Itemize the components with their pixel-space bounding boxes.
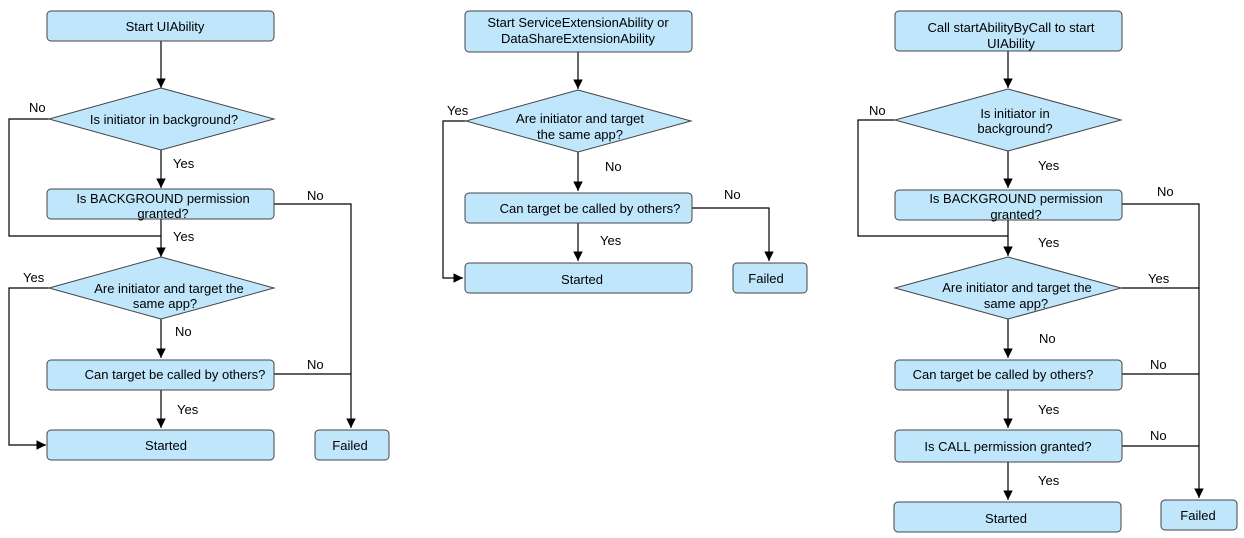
flow3-permission-text-2: granted?: [990, 207, 1041, 222]
flow1-permission-node: [46, 188, 275, 220]
flow2-label-no-call: No: [724, 187, 741, 202]
flow2-text: Start ServiceExtensionAbility or DataSha…: [447, 15, 784, 287]
flow3-label-yes-perm: Yes: [1038, 235, 1060, 250]
flow2-edges: [442, 52, 774, 283]
flow3-label-yes-callperm: Yes: [1038, 473, 1060, 488]
flow3-started-node: [893, 501, 1122, 533]
flow3-callperm-text: Is CALL permission granted?: [924, 439, 1091, 454]
flow3-background-text-1: Is initiator in: [980, 106, 1049, 121]
flow2-started-text: Started: [561, 272, 603, 287]
flow1-label-yes-bg: Yes: [173, 156, 195, 171]
flow2-started-node: [464, 262, 693, 294]
flow3-background-text-2: background?: [977, 121, 1052, 136]
flow3-callable-node: [894, 359, 1123, 391]
flow2-failed-text: Failed: [748, 271, 783, 286]
flow3-sameapp-text-2: same app?: [984, 296, 1048, 311]
flow1-start-text: Start UIAbility: [126, 19, 205, 34]
flow3-label-no-bg: No: [869, 103, 886, 118]
flow1-label-yes-perm: Yes: [173, 229, 195, 244]
flow2-label-yes-call: Yes: [600, 233, 622, 248]
flow2-sameapp-text-2: the same app?: [537, 127, 623, 142]
flow2-start-text-2: DataShareExtensionAbility: [501, 31, 655, 46]
flow3-label-no-perm: No: [1157, 184, 1174, 199]
flow3-nodes: [893, 10, 1238, 533]
flow3-failed-text: Failed: [1180, 508, 1215, 523]
flow3-background-decision: [893, 88, 1123, 152]
flow3-permission-node: [894, 189, 1123, 221]
flow3-label-no-callperm: No: [1150, 428, 1167, 443]
flow1-callable-node: [46, 359, 275, 391]
flow1-label-no-same: No: [175, 324, 192, 339]
flow3-edges: [857, 51, 1204, 500]
flow2-sameapp-text-1: Are initiator and target: [516, 111, 644, 126]
flow1-callable-text: Can target be called by others?: [85, 367, 266, 382]
flow1-permission-text-2: granted?: [137, 206, 188, 221]
flow1-start-node: [46, 10, 275, 42]
flow1-background-decision: [47, 87, 276, 151]
flow1-started-text: Started: [145, 438, 187, 453]
flow3-started-text: Started: [985, 511, 1027, 526]
flow1-label-yes-call: Yes: [177, 402, 199, 417]
flow3-label-no-call: No: [1150, 357, 1167, 372]
flow3-callable-text: Can target be called by others?: [913, 367, 1094, 382]
flow3-permission-text-1: Is BACKGROUND permission: [929, 191, 1102, 206]
flow2-start-node: [464, 10, 693, 53]
flow3-label-yes-call: Yes: [1038, 402, 1060, 417]
flow1-failed-node: [314, 429, 390, 461]
flow1-label-no-perm: No: [307, 188, 324, 203]
flow2-label-yes-same: Yes: [447, 103, 469, 118]
flow2-failed-node: [732, 262, 808, 294]
flow3-failed-node: [1160, 499, 1238, 531]
flow1-background-text: Is initiator in background?: [90, 112, 238, 127]
flow3-label-yes-same: Yes: [1148, 271, 1170, 286]
flow1-sameapp-text-2: same app?: [133, 296, 197, 311]
flow1-started-node: [46, 429, 275, 461]
flow1-sameapp-decision: [47, 256, 276, 320]
flow3-text: Call startAbilityByCall to start UIAbili…: [869, 20, 1216, 526]
flow3-callperm-node: [894, 429, 1123, 463]
flow1-edges: [8, 41, 356, 450]
flow3-sameapp-decision: [893, 256, 1123, 320]
flow3-label-yes-bg: Yes: [1038, 158, 1060, 173]
flow1-permission-text-1: Is BACKGROUND permission: [76, 191, 249, 206]
flow1-label-no-call: No: [307, 357, 324, 372]
flow1-text: Start UIAbility Is initiator in backgrou…: [23, 19, 368, 453]
flow2-callable-node: [464, 192, 693, 224]
flow3-sameapp-text-1: Are initiator and target the: [942, 280, 1092, 295]
flow1-label-no-bg: No: [29, 100, 46, 115]
flow2-nodes: [464, 10, 808, 294]
flow1-failed-text: Failed: [332, 438, 367, 453]
flow2-callable-text: Can target be called by others?: [500, 201, 681, 216]
flow2-start-text-1: Start ServiceExtensionAbility or: [487, 15, 669, 30]
flow3-label-no-same: No: [1039, 331, 1056, 346]
flow2-sameapp-decision: [464, 89, 693, 153]
flow1-nodes: [46, 10, 390, 461]
flow3-start-text-1: Call startAbilityByCall to start: [928, 20, 1095, 35]
flow3-start-text-2: UIAbility: [987, 36, 1035, 51]
flow2-label-no-same: No: [605, 159, 622, 174]
flow1-label-yes-same: Yes: [23, 270, 45, 285]
flow1-sameapp-text-1: Are initiator and target the: [94, 281, 244, 296]
flow3-start-node: [894, 10, 1123, 52]
